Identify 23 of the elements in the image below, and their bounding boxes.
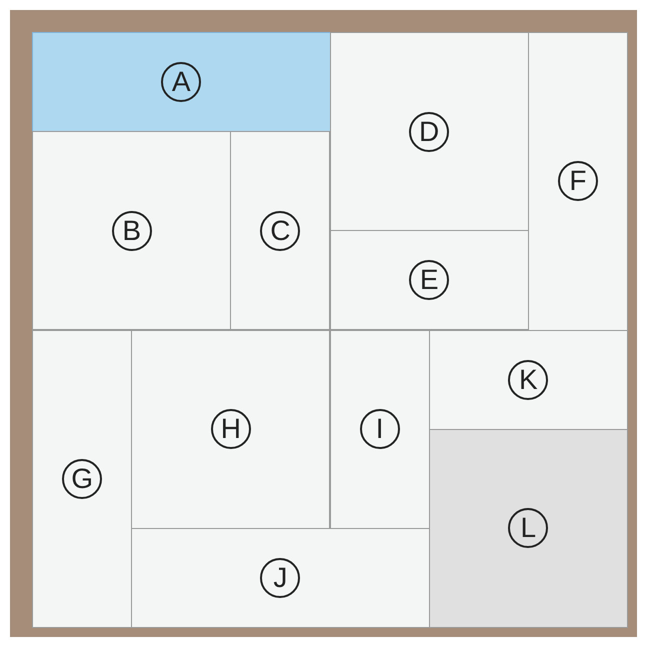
circled-letter: J (260, 558, 300, 598)
circled-letter: H (210, 409, 251, 450)
circled-letter: C (260, 210, 300, 251)
floor-panel (330, 230, 529, 330)
floor-panel (32, 32, 330, 132)
floor-panel (32, 131, 232, 330)
circled-letter: L (508, 508, 548, 548)
circled-letter: D (409, 112, 450, 152)
circled-letter: G (62, 458, 102, 499)
circled-letter: A (161, 62, 202, 102)
circled-letter: B (112, 210, 152, 251)
floor-panel (230, 131, 330, 330)
floor-panel (131, 330, 330, 529)
floor-panel (330, 32, 529, 232)
floor-panel (330, 330, 430, 529)
circled-letter: I (360, 409, 400, 450)
floor-panel (32, 330, 132, 628)
floor-panel (428, 330, 628, 430)
circled-letter: F (558, 161, 598, 202)
floor-panel (428, 428, 628, 628)
circled-letter: K (508, 360, 548, 400)
circled-letter: E (409, 260, 450, 300)
floor-panel (528, 32, 628, 330)
